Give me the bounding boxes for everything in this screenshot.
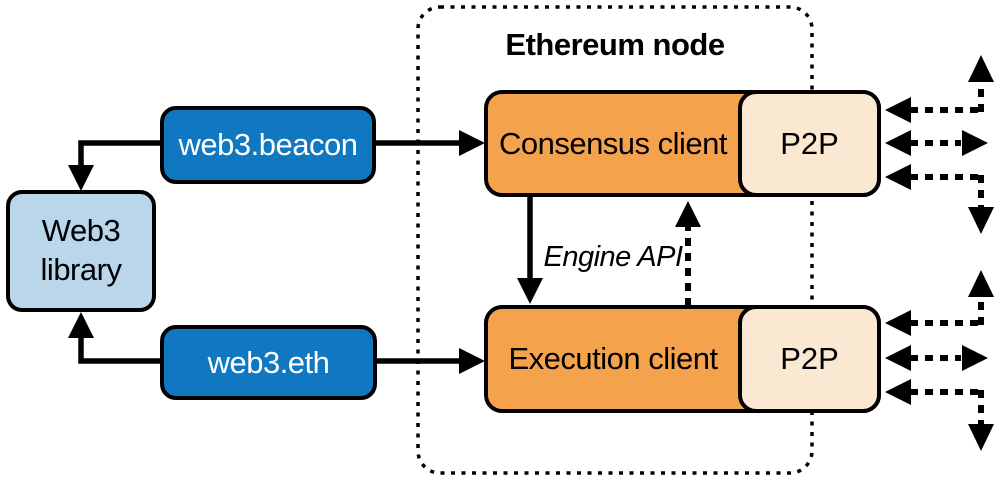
web3-library-label-line1: Web3 xyxy=(41,213,121,249)
execution-client-label: Execution client xyxy=(508,341,718,376)
consensus-client-label: Consensus client xyxy=(498,125,728,161)
edge-web3beacon-to-web3library xyxy=(68,140,160,191)
web3-beacon-label: web3.beacon xyxy=(178,127,358,162)
web3-library-label-line2: library xyxy=(40,252,122,287)
node-web3-beacon: web3.beacon xyxy=(160,106,376,184)
node-execution-client: Execution client P2P xyxy=(484,305,881,413)
p2p-network-arrows-top xyxy=(885,55,994,234)
web3-eth-label: web3.eth xyxy=(207,344,330,380)
node-p2p-execution: P2P xyxy=(738,305,881,413)
node-web3-eth: web3.eth xyxy=(160,325,377,400)
edge-execution-to-consensus-dotted xyxy=(675,201,701,306)
p2p-bottom-label: P2P xyxy=(780,341,839,376)
node-consensus-client: Consensus client P2P xyxy=(484,90,881,197)
p2p-top-label: P2P xyxy=(780,125,839,161)
edge-web3eth-to-web3library xyxy=(68,312,160,364)
edge-web3beacon-to-consensus xyxy=(376,130,485,156)
edge-web3eth-to-execution xyxy=(377,348,485,374)
p2p-network-arrows-bottom xyxy=(885,270,994,451)
edge-consensus-to-execution-solid xyxy=(517,196,543,304)
node-web3-library: Web3 library xyxy=(6,190,156,312)
ethereum-node-title: Ethereum node xyxy=(505,27,725,62)
node-p2p-consensus: P2P xyxy=(738,90,881,197)
engine-api-label: Engine API xyxy=(543,241,683,273)
